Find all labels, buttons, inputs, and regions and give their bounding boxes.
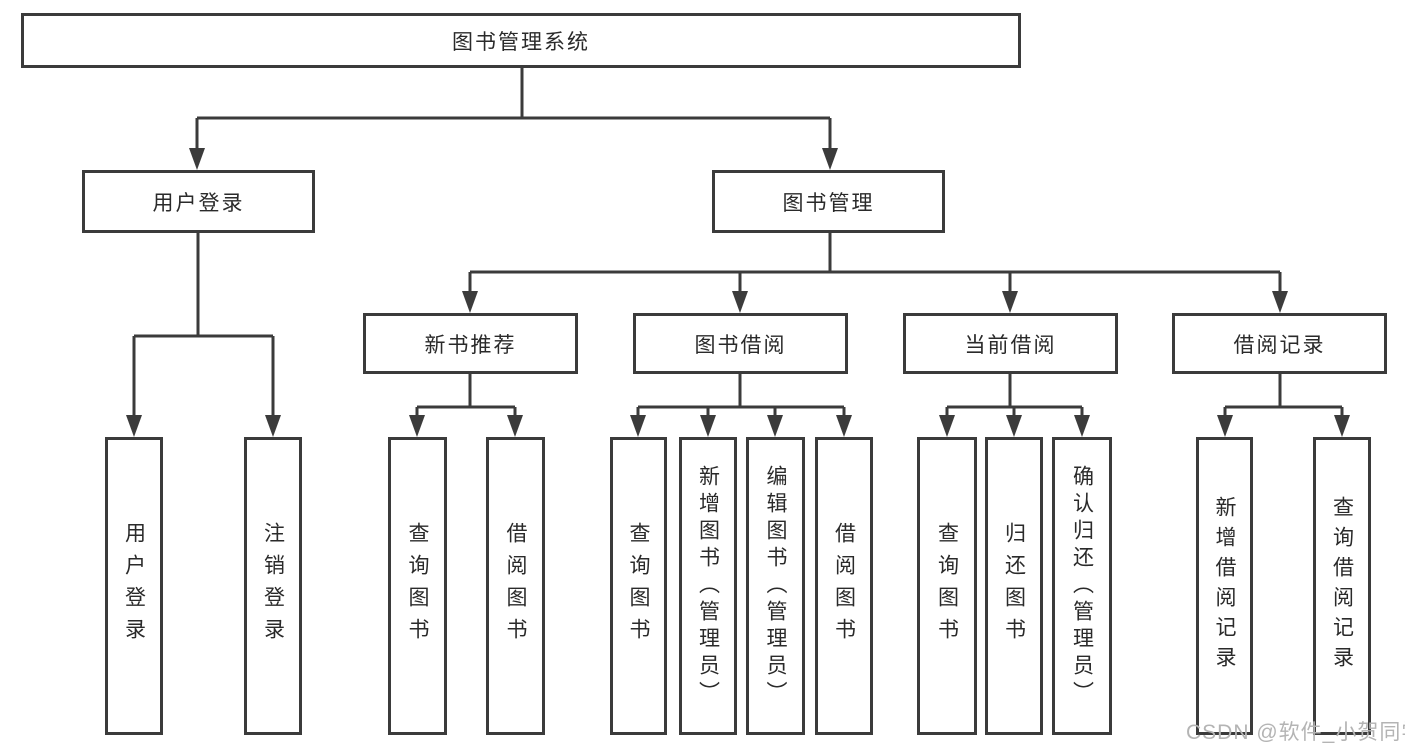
arrowhead-down: [189, 148, 205, 170]
leaf-add-borrow-record: 新增借阅记录: [1196, 437, 1253, 735]
node-root: 图书管理系统: [21, 13, 1021, 68]
arrowhead-down: [700, 415, 716, 437]
arrowhead-down: [126, 415, 142, 437]
arrowhead-down: [1217, 415, 1233, 437]
arrowhead-down: [462, 291, 478, 313]
arrowhead-down: [1006, 415, 1022, 437]
leaf-query-books-current: 查询图书: [917, 437, 977, 735]
arrowhead-down: [767, 415, 783, 437]
node-borrow-records: 借阅记录: [1172, 313, 1387, 374]
arrowhead-down: [1002, 291, 1018, 313]
arrowhead-down: [265, 415, 281, 437]
node-book-borrow: 图书借阅: [633, 313, 848, 374]
arrowheads: [126, 148, 1350, 437]
leaf-edit-books-admin: 编辑图书（管理员）: [746, 437, 805, 735]
leaf-user-login: 用户登录: [105, 437, 163, 735]
leaf-logout: 注销登录: [244, 437, 302, 735]
connector-records-to-leaves: [1223, 374, 1344, 420]
arrowhead-down: [836, 415, 852, 437]
leaf-return-books: 归还图书: [985, 437, 1043, 735]
arrowhead-down: [822, 148, 838, 170]
leaf-borrow-books: 借阅图书: [815, 437, 873, 735]
connector-root-to-level2: [195, 68, 832, 152]
arrowhead-down: [630, 415, 646, 437]
arrowhead-down: [1272, 291, 1288, 313]
connector-current-to-leaves: [945, 374, 1084, 420]
leaf-add-books-admin: 新增图书（管理员）: [679, 437, 737, 735]
connector-borrow-to-leaves: [636, 374, 846, 420]
connector-management-to-level3: [468, 233, 1282, 295]
connector-paths: [132, 68, 1344, 420]
leaf-query-books-borrow: 查询图书: [610, 437, 667, 735]
arrowhead-down: [1334, 415, 1350, 437]
leaf-query-books-recommend: 查询图书: [388, 437, 447, 735]
node-current-borrow: 当前借阅: [903, 313, 1118, 374]
leaf-confirm-return-admin: 确认归还（管理员）: [1052, 437, 1112, 735]
arrowhead-down: [507, 415, 523, 437]
node-book-management: 图书管理: [712, 170, 945, 233]
watermark-text: CSDN @软件_小贺同学: [1186, 721, 1405, 744]
leaf-borrow-books-recommend: 借阅图书: [486, 437, 545, 735]
node-user-login: 用户登录: [82, 170, 315, 233]
leaf-query-borrow-record: 查询借阅记录: [1313, 437, 1371, 735]
node-new-book-recommend: 新书推荐: [363, 313, 578, 374]
arrowhead-down: [939, 415, 955, 437]
connector-recommend-to-leaves: [415, 374, 517, 420]
arrowhead-down: [732, 291, 748, 313]
connector-login-to-leaves: [132, 233, 275, 420]
arrowhead-down: [409, 415, 425, 437]
arrowhead-down: [1074, 415, 1090, 437]
